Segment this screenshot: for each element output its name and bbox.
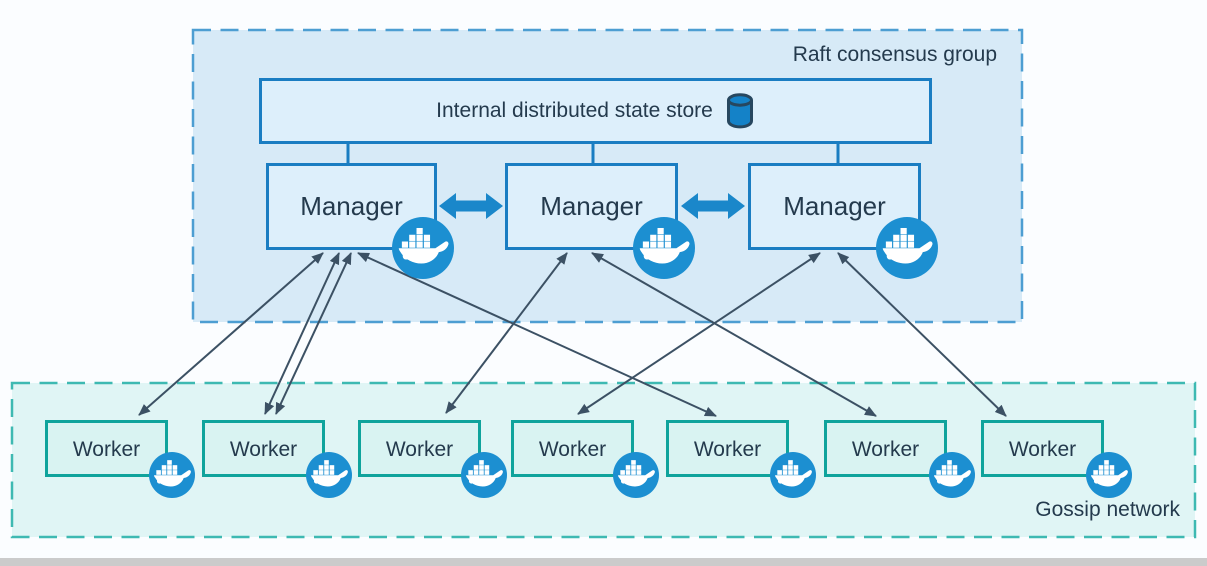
worker-box-2: Worker: [202, 420, 325, 477]
manager-label: Manager: [540, 191, 643, 221]
manager-box-1: Manager: [266, 163, 437, 250]
manager-label: Manager: [783, 191, 886, 221]
worker-box-5: Worker: [666, 420, 789, 477]
worker-label: Worker: [851, 437, 920, 461]
worker-box-4: Worker: [511, 420, 634, 477]
worker-label: Worker: [1008, 437, 1077, 461]
worker-box-3: Worker: [358, 420, 481, 477]
raft-group-label: Raft consensus group: [792, 43, 997, 66]
worker-label: Worker: [693, 437, 762, 461]
gossip-network-label: Gossip network: [1035, 498, 1180, 521]
state-store-label: Internal distributed state store: [436, 99, 713, 122]
worker-box-1: Worker: [45, 420, 168, 477]
worker-box-7: Worker: [981, 420, 1104, 477]
worker-box-6: Worker: [824, 420, 947, 477]
state-store-box: Internal distributed state store: [259, 78, 932, 144]
bottom-edge-strip: [0, 558, 1207, 566]
worker-label: Worker: [72, 437, 141, 461]
database-icon: [726, 93, 753, 129]
worker-label: Worker: [229, 437, 298, 461]
manager-box-2: Manager: [505, 163, 678, 250]
manager-box-3: Manager: [748, 163, 921, 250]
worker-label: Worker: [538, 437, 607, 461]
manager-label: Manager: [300, 191, 403, 221]
worker-label: Worker: [385, 437, 454, 461]
